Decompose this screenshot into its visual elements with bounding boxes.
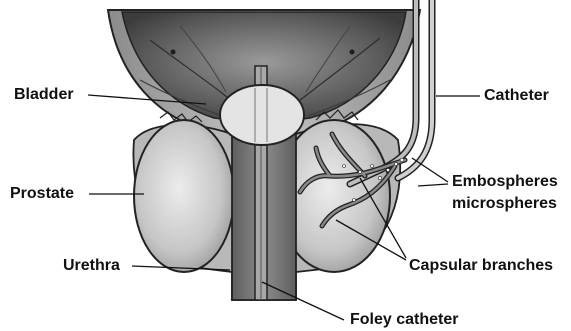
label-embospheres: Embospheres — [452, 173, 558, 191]
leader-embospheres-b — [418, 184, 448, 186]
label-foley-catheter: Foley catheter — [350, 311, 458, 329]
leader-embospheres-a — [412, 158, 448, 182]
leader-foley — [262, 282, 344, 320]
label-catheter: Catheter — [484, 87, 549, 105]
foley-balloon — [220, 85, 304, 145]
label-bladder: Bladder — [14, 86, 74, 104]
prostate-left-lobe — [134, 120, 234, 272]
label-prostate: Prostate — [10, 185, 74, 203]
label-urethra: Urethra — [63, 257, 120, 275]
label-microspheres: microspheres — [452, 195, 557, 213]
label-capsular-branches: Capsular branches — [409, 257, 553, 275]
